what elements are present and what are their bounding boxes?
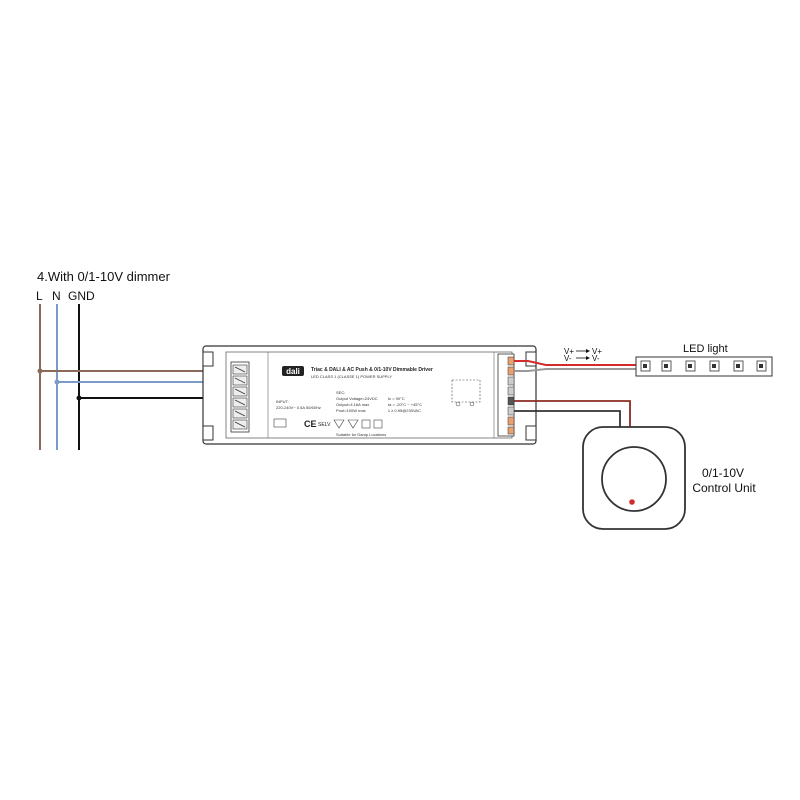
driver-input-label: INPUT: [276,399,289,404]
label-vplus-right: V+ [592,347,602,356]
knob-indicator [629,499,635,505]
control-unit-label-line2: Control Unit [692,481,756,495]
diagram-title: 4.With 0/1-10V dimmer [37,269,171,284]
driver-temp-a: ta = -20°C ~ +45°C [388,402,422,407]
led-light-label: LED light [683,343,728,355]
driver-sec-label: SEC: [336,390,345,395]
control-unit-label-line1: 0/1-10V [702,466,744,480]
cert-ce: CE [304,419,317,429]
driver-output-current: Output=4.16A max [336,402,369,407]
label-gnd: GND [68,289,95,303]
driver-pf: λ ≥ 0.95@230VAC [388,408,421,413]
wire-dim-1 [514,400,631,436]
control-knob [601,446,667,512]
driver-input-spec: 220-240V~ 0.5A 50/60Hz [276,405,321,410]
junction-neutral [54,379,60,385]
junction-ground [76,395,82,401]
junction-live [37,368,43,374]
driver-output-power: Pout=100W max [336,408,366,413]
led-strip [635,356,773,377]
dip-switch-2 [469,401,475,407]
wire-negative [514,368,636,372]
dip-switch-area [451,379,481,403]
led-driver: dali Triac & DALI & AC Push & 0/1-10V Di… [202,345,537,445]
arrow-vminus-head [586,356,590,360]
certification-marks: CE SELV [273,418,383,429]
driver-damp-note: Suitable for Damp Locations [336,432,386,437]
control-unit [582,426,686,530]
label-vminus-right: V- [592,354,600,363]
dali-logo [282,366,304,376]
wire-positive [514,360,636,366]
driver-title: Triac & DALI & AC Push & 0/1-10V Dimmabl… [311,367,433,373]
arrow-vplus-head [586,349,590,353]
output-terminal-block [497,353,515,437]
cert-selv: SELV [318,422,331,428]
dali-logo-text: dali [286,367,300,376]
label-l: L [36,289,43,303]
driver-subtitle: LED CLASS 1 (CLASSE 1) POWER SUPPLY [311,374,392,379]
label-vminus-left: V- [564,354,572,363]
driver-output-voltage: Output Voltage=24VDC [336,396,378,401]
driver-temp-c: tc = 90°C [388,396,405,401]
dip-switch-1 [455,401,461,407]
label-n: N [52,289,61,303]
label-vplus-left: V+ [564,347,574,356]
input-terminal-block [230,361,250,433]
